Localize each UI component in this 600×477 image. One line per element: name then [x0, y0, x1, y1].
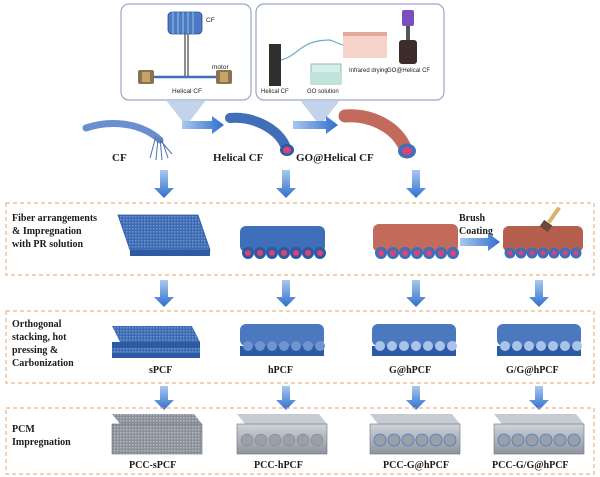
cf-label-top: CF: [206, 17, 215, 24]
helical-cf-roll: [269, 44, 281, 86]
row2-label-line4: Carbonization: [12, 358, 74, 369]
winding-setup-panel: CF motor Helical CF: [120, 3, 252, 126]
product-spcf: sPCF: [149, 365, 172, 376]
row2-label-line3: pressing &: [12, 345, 58, 356]
cf-fiber: [82, 120, 173, 161]
product-pcc-spcf: PCC-sPCF: [129, 460, 176, 471]
row2-label-line2: stacking, hot: [12, 332, 67, 343]
down-arrows-2: [154, 280, 549, 307]
helical-cf-fiber: [225, 112, 294, 156]
row-pcm-impregnation-box: [5, 407, 595, 475]
go-helical-fiber-array: [373, 224, 459, 259]
product-pcc-hpcf: PCC-hPCF: [254, 460, 303, 471]
go-solution-label: GO solution: [307, 89, 339, 95]
helical-cf-label-panel: Helical CF: [261, 89, 289, 95]
down-arrows-1: [154, 170, 426, 198]
go-helical-cf-fiber-label: GO@Helical CF: [296, 152, 374, 164]
product-pcc-g-g-hpcf: PCC-G/G@hPCF: [492, 460, 569, 471]
motor-icon-right: [216, 70, 232, 84]
infrared-drying-label: Infrared drying: [349, 68, 388, 74]
g-hpcf-stack: [372, 324, 457, 356]
motor-icon-left: [138, 70, 154, 84]
pcc-hpcf-block: [236, 414, 328, 455]
row1-label-line3: with PR solution: [12, 239, 84, 250]
spcf-stack: [112, 326, 200, 358]
cf-fiber-label: CF: [112, 152, 127, 164]
down-arrows-3: [154, 386, 549, 410]
brush-coating-line1: Brush: [459, 213, 486, 224]
hpcf-stack: [240, 324, 325, 356]
row1-label-line2: & Impregnation: [12, 226, 82, 237]
motor-label: motor: [212, 64, 229, 71]
go-helical-cf-fiber: [338, 109, 416, 159]
g-g-hpcf-stack: [497, 324, 582, 356]
cf-spool-icon: [167, 11, 203, 35]
infrared-dryer-icon: [343, 32, 387, 58]
pcc-g-g-hpcf-block: [493, 414, 585, 455]
arrow-brush-coating: [460, 233, 500, 251]
pcc-spcf-block: [111, 414, 203, 455]
row3-label-line2: Impregnation: [12, 437, 71, 448]
product-pcc-g-hpcf: PCC-G@hPCF: [383, 460, 449, 471]
coating-setup-panel: Helical CF GO solution Infrared drying G…: [255, 3, 445, 126]
brush-icon: [539, 206, 561, 233]
straight-fiber-array: [117, 214, 211, 256]
arrow-helical-to-go: [293, 116, 338, 134]
arrow-cf-to-helical: [182, 116, 224, 134]
helical-cf-label-top: Helical CF: [172, 88, 202, 95]
winder-icon: [399, 10, 417, 64]
brush-coating-line2: Coating: [459, 226, 493, 237]
product-hpcf: hPCF: [268, 365, 293, 376]
row-fiber-arrangements-box: [5, 202, 595, 276]
pcc-g-hpcf-block: [369, 414, 461, 455]
go-solution-beaker-icon: [310, 63, 342, 85]
row2-label-line1: Orthogonal: [12, 319, 62, 330]
row3-label-line1: PCM: [12, 424, 35, 435]
row-orthogonal-stacking-box: [5, 310, 595, 384]
go-helical-cf-label-panel: GO@Helical CF: [387, 68, 430, 74]
helical-fiber-array: [240, 226, 326, 259]
row1-label-line1: Fiber arrangements: [12, 213, 97, 224]
helical-cf-fiber-label: Helical CF: [213, 152, 264, 164]
product-g-hpcf: G@hPCF: [389, 365, 431, 376]
brush-coated-array: [503, 226, 583, 259]
product-g-g-hpcf: G/G@hPCF: [506, 365, 559, 376]
